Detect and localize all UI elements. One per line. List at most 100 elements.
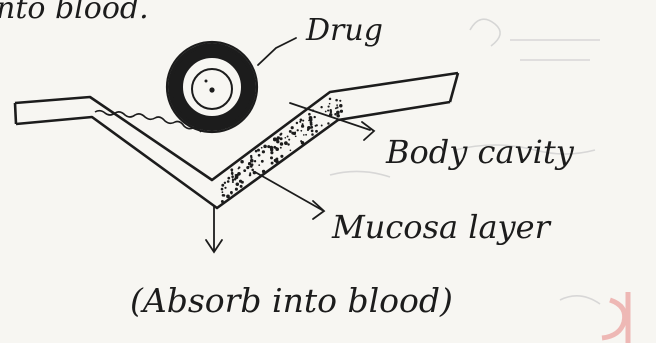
absorb-caption: (Absorb into blood) [130,281,453,320]
stipple-dot [276,140,279,143]
mucosa-arrowhead [313,201,324,219]
stipple-dot [284,137,286,139]
stipple-dot [290,149,292,151]
stipple-dot [336,104,338,106]
stipple-dot [300,130,302,132]
stipple-dot [328,106,330,108]
stipple-dot [291,132,294,135]
mucosa-layer-label: Mucosa layer [331,208,552,246]
stipple-dot [329,103,331,105]
drug-pellet [167,42,257,132]
stipple-dot [250,157,252,159]
stipple-dot [236,182,239,185]
stipple-dot [250,159,254,163]
stipple-dot [310,123,313,126]
stipple-dot [221,200,224,203]
stipple-dot [336,111,340,115]
stipple-dot [305,134,307,136]
stipple-dot [288,139,290,141]
stipple-dot [221,188,224,191]
stipple-dot [336,114,340,118]
stipple-dot [294,132,296,134]
mucosa-pointer [255,172,322,210]
stipple-dot [274,159,277,162]
stipple-dot [303,134,305,136]
stipple-dot [280,137,283,140]
stipple-dot [280,143,283,146]
stipple-dot [271,162,274,165]
stipple-dot [302,120,304,122]
stipple-dot [257,149,260,152]
stipple-dot [226,195,230,199]
stipple-dot [300,118,303,121]
body-cavity-arrowhead [362,122,374,140]
stipple-dot [235,188,238,191]
stipple-dot [261,147,263,149]
stipple-dot [232,181,234,183]
stipple-dot [279,133,281,135]
stipple-dot [339,100,341,102]
stipple-dot [223,194,226,197]
stipple-dot [237,172,241,176]
stipple-dot [248,166,250,168]
stipple-dot [224,182,226,184]
stipple-dot [258,154,261,157]
stipple-dot [327,109,329,111]
stipple-dot [240,185,243,188]
stipple-dot [301,125,304,128]
stipple-dot [297,129,299,131]
watermark-mark [602,292,628,343]
stipple-dot [270,148,273,151]
stipple-dot [221,184,224,187]
stipple-dot [231,170,233,172]
stipple-dot [255,150,258,153]
stipple-dot [335,107,337,109]
stipple-dot [325,111,327,113]
stipple-dot [311,130,314,133]
stipple-dot [275,147,279,151]
stipple-dot [320,106,322,108]
stipple-dot [340,105,342,107]
stipple-dot [340,110,343,113]
stipple-dot [227,180,230,183]
stipple-dot [270,151,273,154]
stipple-dot [295,135,297,137]
stipple-dot [335,99,338,102]
stipple-dot [276,158,278,160]
stipple-dot [287,136,289,138]
stipple-dot [314,116,316,118]
stipple-dot [267,145,270,148]
stipple-dot [249,174,251,176]
body-cavity-label: Body cavity [385,133,575,171]
stipple-dot [243,169,246,172]
drug-pointer [258,38,296,65]
stipple-dot [280,155,283,158]
stipple-dot [263,145,267,149]
header-fragment: nto blood. [0,0,149,26]
stipple-dot [270,156,273,159]
stipple-dot [262,170,265,173]
stipple-dot [289,130,292,133]
drug-label: Drug [305,13,383,48]
stipple-dot [238,166,240,168]
stipple-dot [296,122,298,124]
stipple-dot [307,126,311,130]
stipple-dot [231,173,233,175]
stipple-dot [327,122,329,124]
stipple-dot [251,163,254,166]
stipple-dot [308,120,310,122]
stipple-dot [234,178,237,181]
stipple-dot [258,164,260,166]
stipple-dot [224,187,226,189]
stipple-dot [273,137,277,141]
stipple-dot [262,150,265,153]
stipple-dot [248,163,250,165]
stipple-dot [311,133,314,136]
stipple-dot [254,160,256,162]
stipple-dot [227,177,230,180]
stipple-dot [315,125,317,127]
stipple-dot [280,147,282,149]
stipple-dot [251,169,254,172]
stipple-dot [261,160,264,163]
